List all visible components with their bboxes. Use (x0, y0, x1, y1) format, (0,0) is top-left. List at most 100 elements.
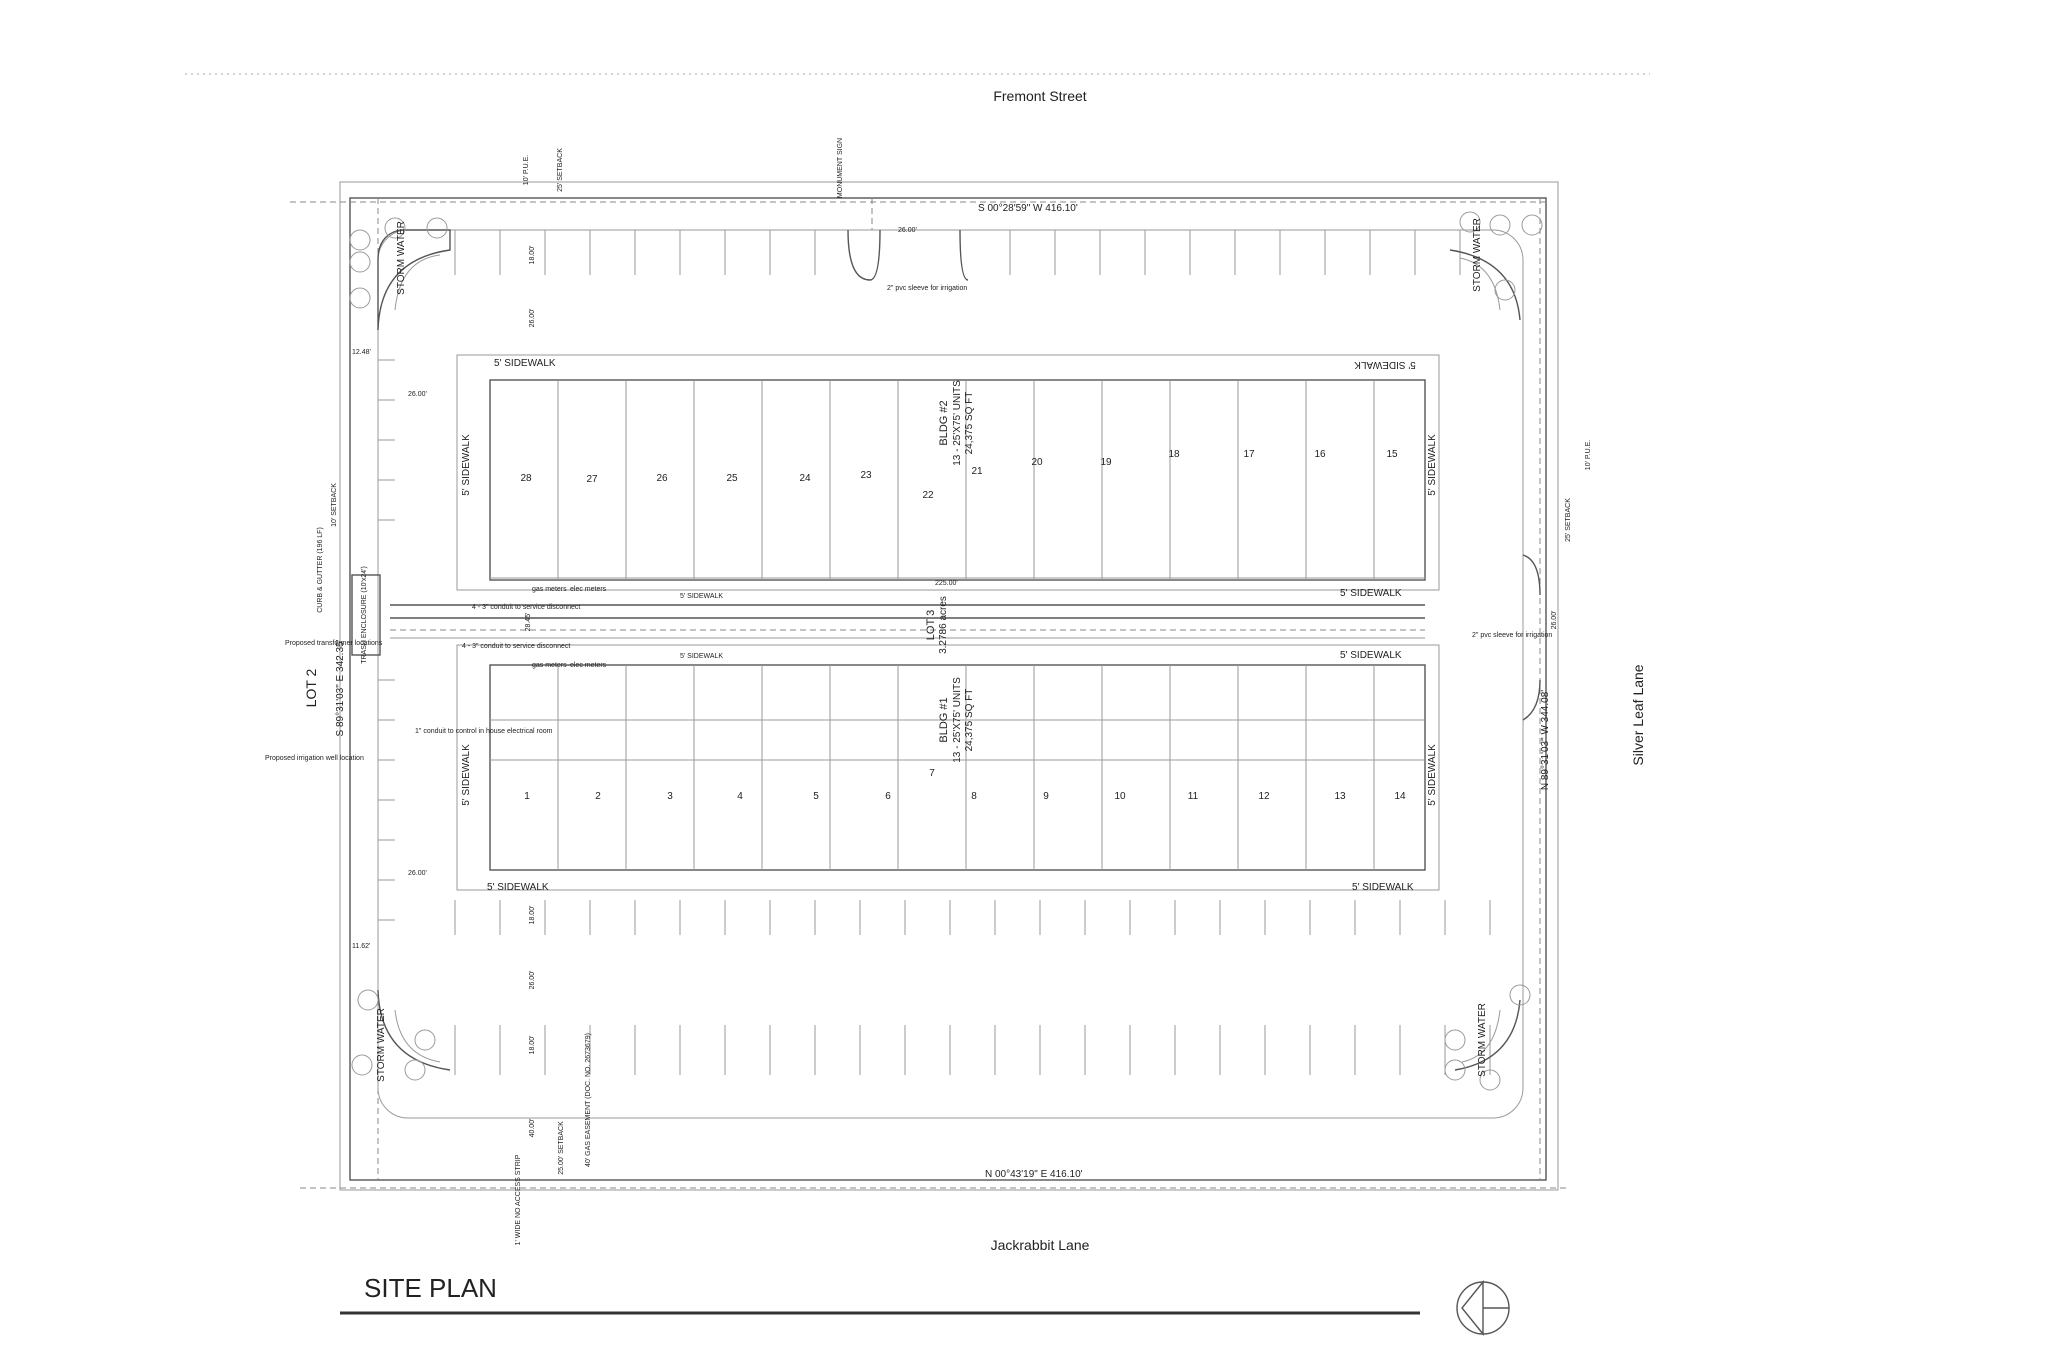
unit-number: 20 (1031, 457, 1043, 468)
parking-lot-edge (377, 229, 1524, 1119)
sidewalk-b1-top-right: 5' SIDEWALK (1340, 650, 1402, 661)
pue-east: 10' P.U.E. (1585, 440, 1592, 470)
lot2-label: LOT 2 (303, 668, 319, 707)
storm-water-sw (351, 989, 451, 1081)
storm-water-nw (349, 217, 451, 331)
bldg2-unit-dividers (557, 380, 1375, 580)
unit-number: 10 (1114, 791, 1126, 802)
dim-west-26-top: 26.00' (408, 391, 427, 398)
bldg2-outline (489, 379, 1426, 581)
sidewalk-b2-bottom-center: 5' SIDEWALK (680, 593, 723, 600)
sidewalk-b1-bottom-left: 5' SIDEWALK (487, 882, 549, 893)
note-elec-meters-2: elec meters (570, 662, 607, 669)
unit-number: 8 (971, 791, 977, 802)
street-east: Silver Leaf Lane (1630, 664, 1646, 765)
parking-stalls-north (454, 230, 1461, 275)
unit-number: 13 (1334, 791, 1346, 802)
unit-number: 1 (524, 791, 530, 802)
bldg2-units: 13 - 25'X75' UNITS (952, 380, 963, 466)
storm-water-label-se: STORM WATER (1477, 1003, 1488, 1077)
note-conduit-1: 4 - 3" conduit to service disconnect (472, 604, 580, 611)
unit-number: 2 (595, 791, 601, 802)
note-monument-sign: MONUMENT SIGN (837, 138, 844, 198)
note-conduit-2: 4 - 3" conduit to service disconnect (462, 643, 570, 650)
dim-south-26: 26.00' (529, 971, 536, 990)
dim-north-drive: 26.00' (898, 227, 917, 234)
unit-number: 3 (667, 791, 673, 802)
north-arrow-icon (1456, 1280, 1510, 1336)
sidewalk-b2-top-right: 5' SIDEWALK (1354, 359, 1416, 370)
unit-number: 22 (922, 490, 934, 501)
setback-east: 25' SETBACK (1565, 498, 1572, 542)
bldg2-unit-numbers: 28 27 26 25 24 23 22 21 20 19 18 17 16 1… (520, 449, 1398, 501)
unit-number: 17 (1243, 449, 1255, 460)
property-boundary (349, 197, 1547, 1181)
unit-number: 23 (860, 470, 872, 481)
sheet-title: SITE PLAN (364, 1273, 497, 1303)
unit-number: 15 (1386, 449, 1398, 460)
unit-number: 14 (1394, 791, 1406, 802)
gas-easement: 40' GAS EASEMENT (DOC. NO. 2673679) (585, 1033, 592, 1167)
unit-number: 18 (1168, 449, 1180, 460)
note-transformer: Proposed transformer locations (285, 640, 383, 647)
unit-number: 25 (726, 473, 738, 484)
bldg1-interior-rooms (490, 719, 1425, 761)
note-elec-meters-1: elec meters (570, 586, 607, 593)
storm-water-label-nw: STORM WATER (396, 221, 407, 295)
bldg1-area: 24,375 SQ FT (964, 689, 975, 752)
note-irrigation-well: Proposed irrigation well location (265, 755, 364, 762)
bldg1-label: BLDG #1 13 - 25'X75' UNITS 24,375 SQ FT (938, 677, 975, 763)
storm-water-ne (1449, 211, 1543, 321)
bldg2-name: BLDG #2 (938, 400, 950, 445)
unit-number: 9 (1043, 791, 1049, 802)
lot3-label: LOT 3 (925, 610, 937, 640)
lot3-area: 3.2786 acres (938, 596, 949, 654)
note-pvc-east: 2" pvc sleeve for irrigation (1472, 632, 1552, 639)
unit-number: 19 (1100, 457, 1112, 468)
sidewalk-b1-bottom-right: 5' SIDEWALK (1352, 882, 1414, 893)
dim-south-40: 40.00' (529, 1119, 536, 1138)
dim-2845: 28.45' (525, 613, 532, 632)
pue-top: 10' P.U.E. (523, 155, 530, 185)
dim-south-18: 18.00' (529, 906, 536, 925)
street-north: Fremont Street (993, 88, 1086, 104)
bldg1-unit-numbers: 1 2 3 4 5 6 7 8 9 10 11 12 13 14 (524, 768, 1406, 802)
dim-1248: 12.48' (352, 349, 371, 356)
bldg1-outline (489, 664, 1426, 871)
parking-stalls-west (378, 359, 395, 921)
parking-stalls-south (454, 900, 1491, 1075)
property-outer-line (339, 181, 1559, 1191)
bearing-west: S 89°31'03" E 342.35' (335, 639, 346, 736)
dim-1162: 11.62' (352, 943, 370, 950)
dim-225: 225.00' (935, 580, 958, 587)
unit-number: 21 (971, 466, 983, 477)
bldg2-area: 24,375 SQ FT (964, 392, 975, 455)
bldg1-unit-dividers (557, 665, 1375, 870)
setback-south: 25.00' SETBACK (558, 1121, 565, 1175)
dim-east-26: 26.00' (1551, 611, 1558, 630)
sidewalk-b2-bottom-right: 5' SIDEWALK (1340, 588, 1402, 599)
unit-number: 6 (885, 791, 891, 802)
bearing-south: N 00°43'19" E 416.10' (985, 1169, 1083, 1180)
storm-water-label-ne: STORM WATER (1472, 218, 1483, 292)
unit-number: 4 (737, 791, 743, 802)
storm-water-se (1444, 984, 1531, 1091)
sidewalk-b2-top-left: 5' SIDEWALK (494, 358, 556, 369)
sidewalk-b1-top-center: 5' SIDEWALK (680, 653, 723, 660)
bldg1-units: 13 - 25'X75' UNITS (952, 677, 963, 763)
unit-number: 27 (586, 474, 598, 485)
street-south: Jackrabbit Lane (991, 1237, 1090, 1253)
unit-number: 5 (813, 791, 819, 802)
no-access-strip: 1' WIDE NO ACCESS STRIP (515, 1154, 522, 1245)
note-curb-gutter: CURB & GUTTER (196 LF) (317, 527, 324, 613)
unit-number: 26 (656, 473, 668, 484)
dim-north-26: 26.00' (529, 309, 536, 328)
utility-line (390, 604, 1425, 639)
unit-number: 11 (1188, 791, 1199, 802)
sidewalk-b1-left: 5' SIDEWALK (461, 744, 472, 806)
unit-number: 24 (799, 473, 811, 484)
dim-west-26-bottom: 26.00' (408, 870, 427, 877)
bldg1-sidewalk-outline (456, 644, 1440, 891)
bldg2-sidewalk-outline (456, 354, 1440, 591)
unit-number: 7 (929, 768, 935, 779)
